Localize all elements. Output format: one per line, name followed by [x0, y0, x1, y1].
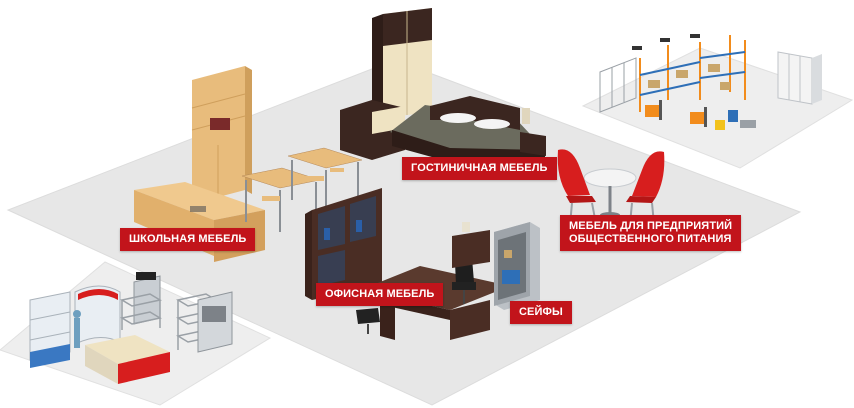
catering-furniture-label-line1: МЕБЕЛЬ ДЛЯ ПРЕДПРИЯТИЙ: [569, 220, 733, 232]
catering-furniture-label-line2: ОБЩЕСТВЕННОГО ПИТАНИЯ: [569, 233, 732, 245]
cafe-furniture-illustration: [557, 149, 665, 226]
safes-link[interactable]: СЕЙФЫ: [510, 301, 572, 324]
safe-illustration: [494, 222, 540, 310]
safes-label: СЕЙФЫ: [519, 306, 563, 318]
warehouse-racks-illustration: [599, 34, 822, 130]
school-furniture-label: ШКОЛЬНАЯ МЕБЕЛЬ: [129, 233, 247, 245]
school-furniture-link[interactable]: ШКОЛЬНАЯ МЕБЕЛЬ: [120, 228, 256, 251]
hotel-furniture-link[interactable]: ГОСТИНИЧНАЯ МЕБЕЛЬ: [402, 157, 557, 180]
office-furniture-label: ОФИСНАЯ МЕБЕЛЬ: [325, 288, 435, 300]
office-furniture-link[interactable]: ОФИСНАЯ МЕБЕЛЬ: [316, 283, 444, 306]
hotel-bedroom-illustration: [340, 8, 546, 162]
hotel-furniture-label: ГОСТИНИЧНАЯ МЕБЕЛЬ: [411, 162, 548, 174]
catering-furniture-link[interactable]: МЕБЕЛЬ ДЛЯ ПРЕДПРИЯТИЙ ОБЩЕСТВЕННОГО ПИТ…: [560, 215, 742, 251]
retail-kitchen-equipment-illustration: [29, 272, 233, 384]
